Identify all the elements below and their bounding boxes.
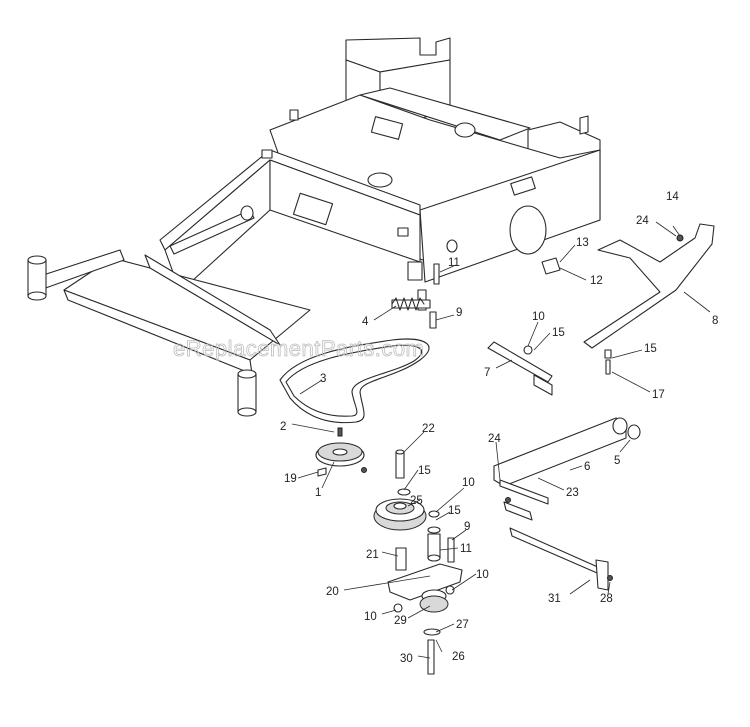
callout-4: 4 [362, 316, 369, 328]
arm-bracket-8 [583, 223, 715, 349]
callout-28: 28 [600, 593, 613, 605]
frame-assembly [27, 37, 601, 417]
spring-4 [391, 297, 425, 311]
callout-24: 24 [636, 215, 649, 227]
callout-19: 19 [284, 473, 297, 485]
callout-25: 25 [410, 495, 423, 507]
callout-22: 22 [422, 423, 435, 435]
callout-15b: 15 [644, 343, 657, 355]
callout-11: 11 [448, 257, 460, 269]
callout-10c: 10 [476, 569, 489, 581]
callout-1: 1 [315, 487, 321, 499]
callout-20: 20 [326, 586, 339, 598]
watermark: eReplacementParts.com [173, 336, 424, 361]
callout-13: 13 [576, 237, 589, 249]
pivot-arm-6 [493, 417, 641, 591]
callout-9: 9 [456, 307, 462, 319]
callout-17: 17 [652, 389, 665, 401]
callout-26: 26 [452, 651, 465, 663]
callout-3: 3 [320, 373, 326, 385]
callout-29: 29 [394, 615, 407, 627]
callout-8: 8 [712, 315, 718, 327]
callout-30: 30 [400, 653, 413, 665]
callout-labels: 14 24 13 12 11 4 9 8 10 15 7 15 17 3 2 2… [280, 191, 718, 665]
belt-3 [279, 338, 430, 424]
callout-10d: 10 [364, 611, 377, 623]
callout-12: 12 [590, 275, 603, 287]
spindle-assembly [373, 449, 463, 675]
callout-7: 7 [484, 367, 490, 379]
callout-24b: 24 [488, 433, 501, 445]
callout-23: 23 [566, 487, 579, 499]
callout-10: 10 [532, 311, 545, 323]
callout-15: 15 [552, 327, 565, 339]
callout-31: 31 [548, 593, 561, 605]
leader-lines [291, 221, 711, 659]
idler-shaft-7 [487, 341, 553, 396]
callout-2: 2 [280, 421, 286, 433]
callout-14: 14 [666, 191, 679, 203]
callout-9b: 9 [464, 521, 470, 533]
callout-5: 5 [614, 455, 620, 467]
callout-15d: 15 [448, 505, 461, 517]
callout-6: 6 [584, 461, 590, 473]
callout-21: 21 [366, 549, 379, 561]
callout-11b: 11 [460, 543, 472, 555]
callout-27: 27 [456, 619, 469, 631]
callout-10b: 10 [462, 477, 475, 489]
callout-15c: 15 [418, 465, 431, 477]
pulley-1 [315, 427, 367, 477]
